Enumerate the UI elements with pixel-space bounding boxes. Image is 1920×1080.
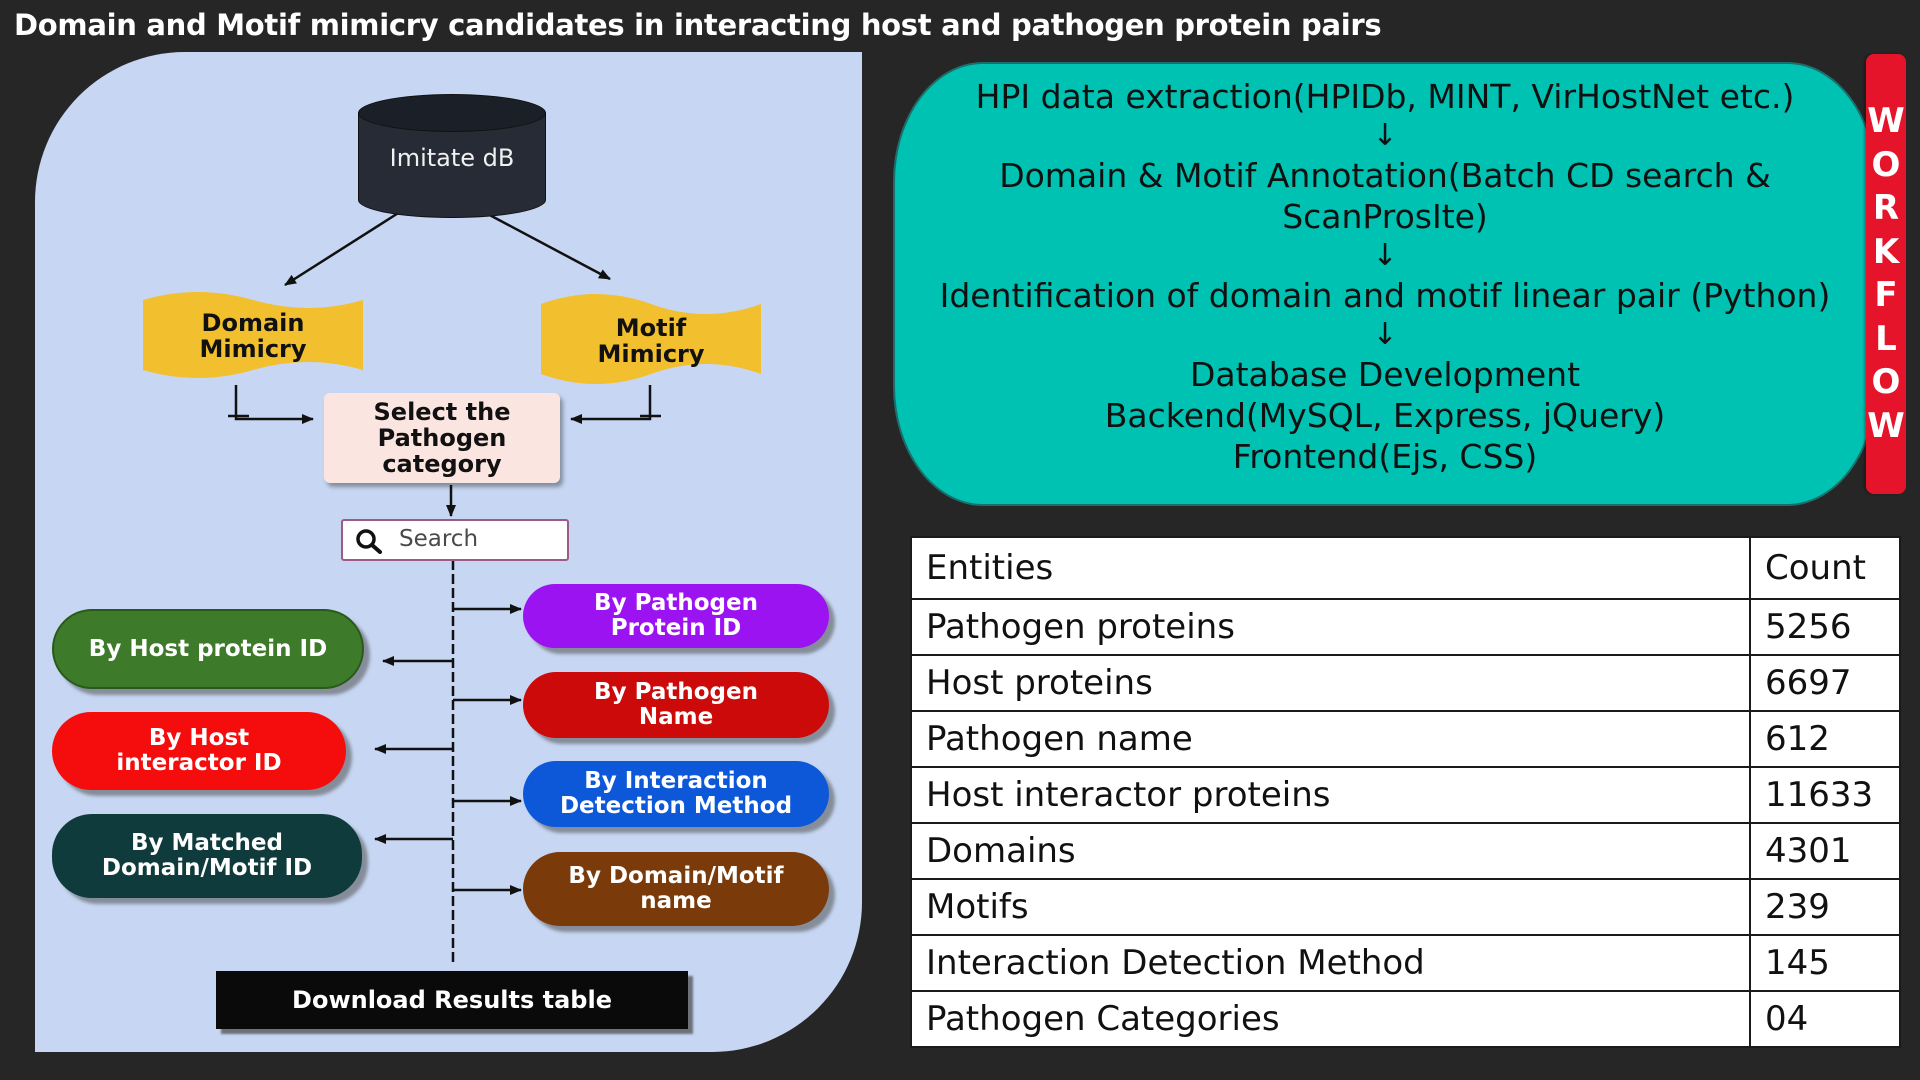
database-cylinder: Imitate dB (358, 94, 546, 234)
workflow-step-2-line-2: ScanProsIte) (1282, 197, 1488, 236)
table-row: Pathogen proteins 5256 (910, 598, 1901, 656)
workflow-tab-letter: R (1872, 188, 1900, 228)
search-input[interactable]: Search (341, 519, 569, 561)
count-cell: 4301 (1749, 822, 1901, 880)
count-cell: 5256 (1749, 598, 1901, 656)
table-row: Domains 4301 (910, 822, 1901, 880)
entity-cell: Host interactor proteins (910, 766, 1751, 824)
search-by-host-interactor-id[interactable]: By Host interactor ID (52, 712, 346, 790)
table-row: Motifs 239 (910, 878, 1901, 936)
page-title: Domain and Motif mimicry candidates in i… (14, 8, 1382, 42)
entity-cell: Host proteins (910, 654, 1751, 712)
search-by-pathogen-protein-id[interactable]: By Pathogen Protein ID (523, 584, 829, 648)
motif-to-select-arrow (570, 385, 652, 424)
workflow-step-4-line-2: Backend(MySQL, Express, jQuery) (1104, 396, 1666, 435)
workflow-step-2-line-1: Domain & Motif Annotation(Batch CD searc… (999, 156, 1771, 195)
motif-mimicry-label: Motif Mimicry (597, 314, 705, 368)
search-by-pathogen-name[interactable]: By Pathogen Name (523, 672, 829, 738)
workflow-arrow: ↓ (1372, 238, 1398, 273)
count-cell: 6697 (1749, 654, 1901, 712)
search-by-interaction-detection-method[interactable]: By Interaction Detection Method (523, 761, 829, 827)
entity-cell: Pathogen Categories (910, 990, 1751, 1048)
domain-to-select-arrow (234, 385, 314, 424)
workflow-tab-letter: F (1874, 275, 1898, 315)
table-row: Host interactor proteins 11633 (910, 766, 1901, 824)
workflow-step-4-line-3: Frontend(Ejs, CSS) (1232, 437, 1538, 476)
db-to-domain-arrow (284, 208, 404, 287)
table-header-row: Entities Count (910, 536, 1901, 600)
entity-cell: Domains (910, 822, 1751, 880)
entity-cell: Pathogen proteins (910, 598, 1751, 656)
count-cell: 612 (1749, 710, 1901, 768)
table-row: Pathogen Categories 04 (910, 990, 1901, 1048)
workflow-steps: HPI data extraction(HPIDb, MINT, VirHost… (905, 76, 1865, 477)
table-row: Interaction Detection Method 145 (910, 934, 1901, 992)
workflow-box: HPI data extraction(HPIDb, MINT, VirHost… (893, 62, 1877, 506)
workflow-tab-letter: O (1871, 362, 1901, 402)
table-row: Pathogen name 612 (910, 710, 1901, 768)
domain-mimicry-flag: Domain Mimicry (143, 288, 363, 384)
entity-cell: Pathogen name (910, 710, 1751, 768)
search-by-matched-domain-motif-id[interactable]: By Matched Domain/Motif ID (52, 814, 362, 898)
count-cell: 239 (1749, 878, 1901, 936)
workflow-tab-letter: K (1872, 231, 1900, 272)
workflow-tab-letter: L (1875, 318, 1897, 359)
workflow-step-1: HPI data extraction(HPIDb, MINT, VirHost… (975, 77, 1795, 116)
count-cell: 04 (1749, 990, 1901, 1048)
search-flow-diagram: Imitate dB Domain Mimicry Motif Mimicry … (35, 52, 862, 1052)
workflow-step-4-line-1: Database Development (1189, 355, 1581, 394)
pathogen-category-select[interactable]: Select the Pathogen category (324, 393, 560, 483)
table-row: Host proteins 6697 (910, 654, 1901, 712)
diagram-connectors (228, 208, 661, 964)
domain-mimicry-label: Domain Mimicry (199, 309, 307, 363)
workflow-tab-letter: W (1867, 405, 1905, 446)
motif-mimicry-flag: Motif Mimicry (541, 288, 761, 384)
header-count: Count (1749, 536, 1901, 600)
entity-cell: Interaction Detection Method (910, 934, 1751, 992)
workflow-arrow: ↓ (1372, 317, 1398, 352)
header-entities: Entities (910, 536, 1751, 600)
database-label: Imitate dB (389, 144, 515, 172)
workflow-tab-letter: O (1871, 144, 1901, 185)
count-cell: 145 (1749, 934, 1901, 992)
db-to-motif-arrow (483, 210, 611, 281)
count-cell: 11633 (1749, 766, 1901, 824)
workflow-tab-letter: W (1867, 101, 1905, 141)
workflow-arrow: ↓ (1372, 118, 1398, 153)
search-by-domain-motif-name[interactable]: By Domain/Motif name (523, 852, 829, 926)
entity-cell: Motifs (910, 878, 1751, 936)
search-icon (356, 529, 382, 554)
download-results-button[interactable]: Download Results table (216, 971, 688, 1029)
search-by-host-protein-id[interactable]: By Host protein ID (52, 609, 364, 689)
search-placeholder: Search (399, 526, 479, 552)
workflow-step-3: Identification of domain and motif linea… (939, 276, 1831, 315)
entity-count-table: Entities Count Pathogen proteins 5256 Ho… (910, 536, 1901, 1048)
